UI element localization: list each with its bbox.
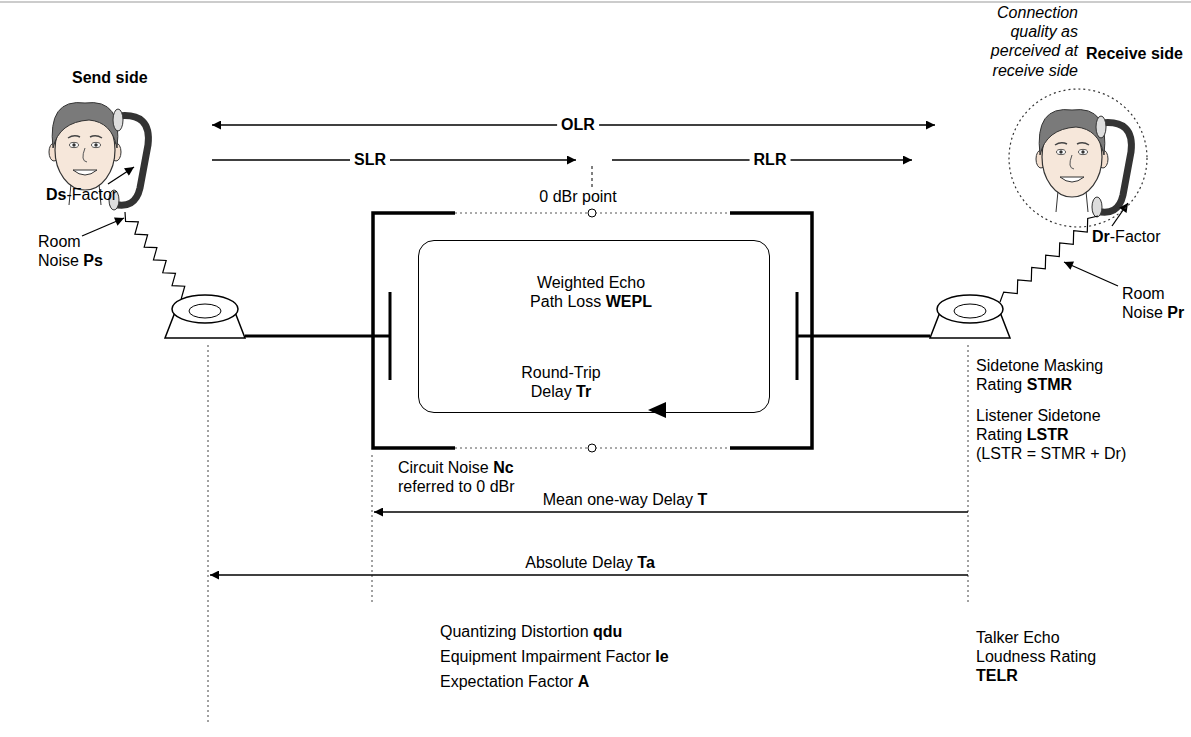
earpiece [1096,116,1106,138]
rating-label: SLR [350,150,390,169]
pupil [1081,150,1084,153]
rating-label: OLR [557,115,599,134]
top-rule [0,2,1191,3]
eye [1079,149,1088,154]
phone-cradle [172,295,238,323]
noise-label: RoomNoise Pr [1122,284,1184,322]
perception-circle: Connectionquality asperceived atreceive … [1008,88,1148,228]
brow [1055,143,1067,145]
factor-label: Ds-Factor [46,185,117,204]
pupil [72,143,75,146]
hybrid-bar [389,292,392,380]
hair [52,103,118,148]
hair [1039,110,1105,155]
circle-outline [1008,88,1148,228]
receiver-handset [1092,116,1131,217]
pointer-arrow [82,218,124,236]
perception-note: Connectionquality asperceived atreceive … [991,3,1078,80]
hybrid-bar [796,292,799,380]
pointer-arrow [1112,203,1128,226]
eye [1057,149,1066,154]
impairment-label: Equipment Impairment Factor Ie [440,647,669,666]
mouth [1060,177,1084,182]
brow [68,136,80,138]
mouth [73,170,97,175]
subscriber-line [245,335,390,338]
delay-text: Round-TripDelay Tr [521,363,600,401]
reference-line [372,455,373,602]
brow [1077,143,1089,145]
side-heading: Receive side [1086,44,1183,63]
side-heading: Send side [72,68,148,87]
noise-label: Circuit Noise Ncreferred to 0 dBr [398,458,515,496]
phone-dial [189,304,221,318]
phone-cradle [937,295,1003,323]
impairment-label: Expectation Factor A [440,672,589,691]
pointer-arrow [108,167,134,184]
receiver-cord [1000,216,1098,302]
reference-line [208,345,209,722]
pointer-arrow [1064,262,1118,286]
nose [83,148,87,162]
eye [70,142,79,147]
impairment-label: Quantizing Distortion qdu [440,622,622,641]
reference-line [592,166,593,187]
sender-cord [125,212,190,302]
circle-border [1009,89,1147,227]
reference-point [588,209,596,217]
echo-loop-box: Weighted EchoPath Loss WEPL Round-TripDel… [418,240,770,413]
rating-label: RLR [750,150,791,169]
receiver-telephone [930,295,1010,338]
subscriber-line [797,335,930,338]
noise-label: RoomNoise Ps [38,232,103,270]
delay-label: Absolute Delay Ta [525,553,655,572]
reference-point [588,444,596,452]
pupil [1059,150,1062,153]
delay-arrow [210,574,968,575]
brow [90,136,102,138]
reference-label: 0 dBr point [535,187,620,206]
delay-label: Mean one-way Delay T [543,490,708,509]
echo-direction-arrow [648,402,666,418]
nose [1070,155,1074,169]
phone-dial [954,304,986,318]
earpiece [113,109,123,131]
rating-label: Listener SidetoneRating LSTR(LSTR = STMR… [976,406,1126,464]
echo-loss-text: Weighted EchoPath Loss WEPL [530,273,652,311]
delay-arrow [374,511,968,512]
pupil [94,143,97,146]
slr-arrow [212,159,576,160]
rating-label: Talker EchoLoudness RatingTELR [976,628,1096,686]
reference-line [968,345,969,602]
factor-label: Dr-Factor [1092,227,1160,246]
sender-telephone [165,295,245,338]
mouthpiece [1092,197,1102,217]
eye [92,142,101,147]
rating-label: Sidetone MaskingRating STMR [976,356,1103,394]
